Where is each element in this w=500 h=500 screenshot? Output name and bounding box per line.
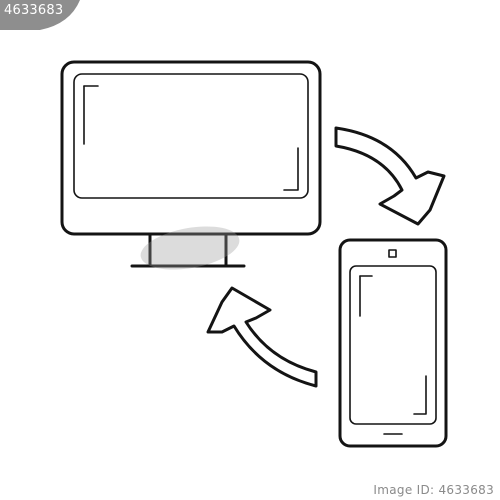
phone-camera (388, 249, 397, 258)
arrow-to-phone-outline (334, 126, 446, 226)
monitor-stand-shadow (140, 226, 240, 270)
arrow-to-monitor-outline (206, 286, 318, 388)
desktop-monitor-icon (60, 60, 322, 270)
monitor-screen (73, 73, 309, 199)
phone-frame (338, 238, 448, 448)
curved-arrow-left-up-icon (206, 286, 318, 388)
smartphone-icon (338, 238, 448, 448)
watermark-badge-shape (0, 0, 80, 30)
monitor-frame (60, 60, 322, 236)
monitor-stand (148, 232, 228, 268)
watermark-top-id: 4633683 (4, 3, 64, 18)
phone-screen (349, 265, 437, 425)
monitor-glare-bottom-right (283, 147, 299, 191)
curved-arrow-right-down-icon (334, 126, 446, 226)
watermark-image-id: Image ID: 4633683 (373, 483, 494, 497)
phone-glare-bottom-right (413, 375, 427, 415)
watermark-badge: 4633683 (0, 0, 80, 32)
